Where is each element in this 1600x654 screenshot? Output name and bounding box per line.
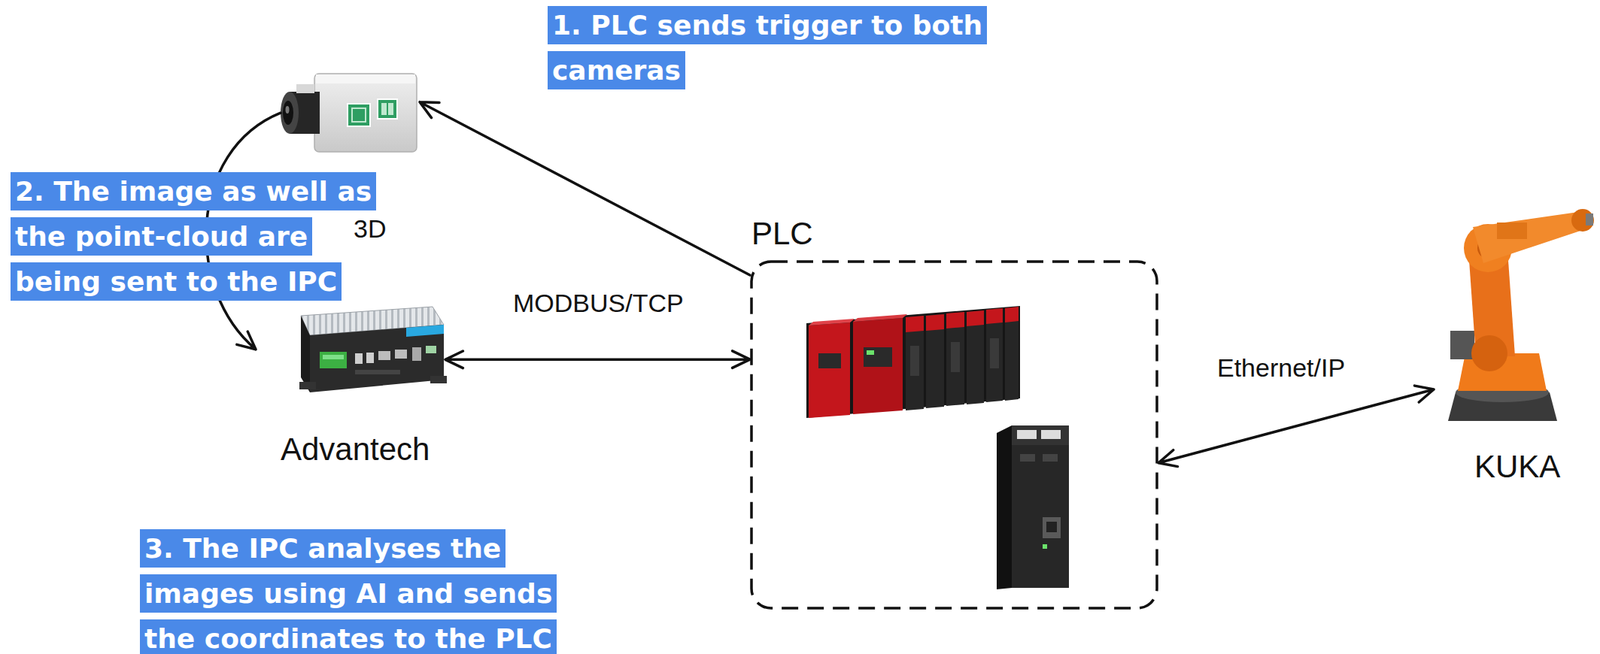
plc-rack-illustration-part: [910, 346, 920, 377]
robot-arm-illustration-part: [1472, 212, 1588, 264]
plc-rack-illustration-part: [925, 314, 945, 331]
camera-illustration-part: [314, 73, 417, 152]
industrial-pc-illustration-part: [394, 349, 407, 359]
ethernet-module-illustration-part: [1020, 454, 1036, 462]
camera-illustration-part: [347, 103, 371, 127]
node-label: KUKA: [1474, 449, 1561, 486]
dashed-border: [751, 261, 1157, 609]
ethernet-module-illustration-part: [1042, 544, 1048, 550]
camera-illustration-part: [377, 99, 398, 119]
callout-note: 1. PLC sends trigger to both cameras: [547, 6, 987, 90]
ethernet-module-illustration-part: [996, 425, 1012, 590]
industrial-pc-illustration-part: [300, 315, 310, 393]
robot-arm-illustration-part: [1496, 222, 1528, 240]
plc-rack-illustration-part: [966, 310, 984, 327]
industrial-pc-illustration-part: [430, 376, 447, 384]
connection-label: MODBUS/TCP: [510, 288, 687, 319]
ethernet-module-illustration-part: [1046, 522, 1057, 533]
camera-illustration-part: [280, 91, 299, 134]
ethernet-module-illustration: [996, 425, 1069, 590]
callout-box: 1. PLC sends trigger to both cameras: [547, 5, 1015, 96]
connector-arrow: [419, 102, 750, 276]
plc-rack-illustration-part: [853, 318, 903, 415]
group-outline: [749, 260, 1159, 611]
callout-box: 3. The IPC analyses the images using AI …: [139, 528, 577, 654]
industrial-pc-illustration-part: [412, 347, 422, 362]
camera-illustration-part: [381, 103, 387, 116]
robot-arm-illustration: [1448, 209, 1594, 422]
camera-node: 3D: [280, 69, 420, 154]
camera-illustration-part: [285, 106, 290, 114]
plc-rack-illustration: [806, 306, 1021, 419]
industrial-pc-illustration-part: [355, 353, 363, 365]
robot-node: KUKA: [1433, 209, 1597, 435]
plc-rack-illustration-part: [808, 318, 855, 326]
plc-rack-illustration-part: [925, 314, 945, 409]
industrial-pc-illustration-part: [406, 324, 444, 338]
camera-illustration-part: [388, 103, 394, 116]
robot-arm-illustration-part: [1585, 213, 1594, 226]
plc-rack-illustration-part: [966, 310, 984, 405]
ethernet-module-illustration-part: [1017, 430, 1037, 440]
plc-rack-illustration-part: [806, 306, 1021, 419]
camera-illustration-part: [352, 108, 366, 122]
plc-rack-illustration-part: [989, 338, 999, 369]
industrial-pc-illustration-part: [378, 351, 391, 361]
plc-rack-illustration-part: [1004, 306, 1019, 401]
plc-rack-illustration-part: [853, 314, 908, 322]
plc-rack-illustration-part: [866, 350, 875, 356]
plc-rack-illustration-part: [986, 308, 1003, 403]
connection-label: Ethernet/IP: [1214, 353, 1349, 383]
callout-note: 3. The IPC analyses the images using AI …: [139, 529, 557, 654]
robot-arm-illustration-part: [1571, 209, 1594, 232]
industrial-pc-illustration-part: [366, 352, 374, 364]
node-label: PLC: [751, 215, 814, 252]
plc-rack-illustration-part: [986, 308, 1003, 325]
callout-note: 2. The image as well as the point-cloud …: [10, 172, 377, 301]
connector-arrow: [445, 351, 750, 369]
connector-arrow: [1158, 385, 1434, 468]
ethernet-module-illustration-part: [1041, 430, 1061, 440]
ethernet-module-illustration-part: [1011, 425, 1069, 446]
plc-group: PLC: [749, 260, 1159, 611]
plc-rack-illustration-part: [905, 315, 924, 333]
node-label: Advantech: [280, 431, 430, 468]
industrial-pc-illustration: [299, 306, 447, 393]
plc-rack-illustration-part: [808, 322, 851, 419]
plc-rack-illustration-part: [863, 347, 893, 368]
ethernet-module-illustration-part: [1042, 517, 1061, 539]
robot-arm-illustration-part: [1450, 330, 1475, 360]
industrial-pc-illustration-part: [425, 346, 437, 354]
camera-illustration-part: [282, 100, 294, 125]
plc-rack-illustration-part: [1004, 306, 1019, 323]
camera-illustration-part: [315, 74, 416, 84]
camera-illustration: [280, 73, 417, 152]
ethernet-module-illustration-part: [1042, 454, 1058, 462]
plc-rack-illustration-part: [818, 353, 841, 369]
industrial-pc-illustration-part: [309, 324, 444, 393]
plc-rack-illustration-part: [905, 315, 924, 411]
plc-rack-illustration-part: [946, 312, 965, 407]
industrial-pc-illustration-part: [322, 355, 344, 360]
industrial-pc-illustration-part: [319, 352, 347, 369]
ipc-node: Advantech: [255, 300, 446, 403]
camera-illustration-part: [296, 84, 315, 94]
callout-box: 2. The image as well as the point-cloud …: [10, 171, 380, 307]
node-label: 3D: [353, 214, 386, 244]
plc-rack-illustration-part: [950, 342, 960, 373]
industrial-pc-illustration-part: [355, 370, 401, 375]
plc-rack-illustration-part: [946, 312, 965, 329]
industrial-pc-illustration-part: [299, 382, 316, 390]
ethernet-module-illustration-part: [1011, 425, 1069, 589]
robot-arm-illustration-part: [1471, 335, 1508, 372]
